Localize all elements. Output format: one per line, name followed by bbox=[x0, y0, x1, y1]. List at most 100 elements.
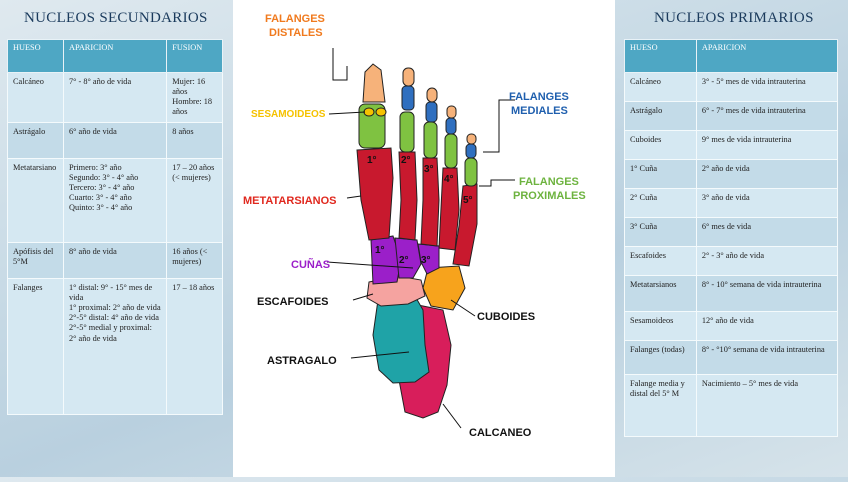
cell-line: Apófisis del 5°M bbox=[13, 247, 54, 267]
table-cell-hueso: Calcáneo bbox=[624, 72, 697, 102]
cunas-pointer bbox=[326, 261, 414, 269]
cell-line: Segundo: 3° - 4° año bbox=[68, 173, 139, 183]
table-cell-aparicion: 7° - 8° año de vida bbox=[62, 72, 168, 123]
cell-line: 1° proximal: 2° año de vida bbox=[68, 303, 161, 313]
falange-distal-3 bbox=[426, 87, 438, 103]
table-cell-hueso: Astrágalo bbox=[624, 101, 697, 131]
sesamoideos-label: SESAMOIDEOS bbox=[251, 109, 326, 120]
table-header-row: HUESO APARICION FUSION bbox=[7, 39, 223, 73]
table-cell-hueso: Sesamoideos bbox=[624, 311, 697, 341]
table-cell-hueso: 2° Cuña bbox=[624, 188, 697, 218]
cell-line: 8° año de vida bbox=[68, 247, 117, 256]
table-cell-aparicion: 8° - 10° semana de vida intrauterina bbox=[695, 275, 839, 312]
cuna-number-1: 1° bbox=[375, 245, 385, 256]
table-cell-aparicion: 3° año de vida bbox=[695, 188, 839, 218]
meta-number-5: 5° bbox=[463, 195, 473, 206]
cunas-label: CUÑAS bbox=[291, 258, 330, 271]
metatarsianos-pointer bbox=[346, 195, 362, 199]
cuboides-label: CUBOIDES bbox=[477, 311, 535, 323]
table-cell-aparicion: 12° año de vida bbox=[695, 311, 839, 341]
table-cell-aparicion: 8° - °10° semana de vida intrauterina bbox=[695, 340, 839, 375]
column-header: APARICION bbox=[695, 39, 839, 73]
table-cell-hueso: Metatarsiano bbox=[7, 158, 64, 243]
table-cell-aparicion: 6° - 7° mes de vida intrauterina bbox=[695, 101, 839, 131]
falange-distal-2 bbox=[402, 67, 415, 87]
cell-line: 7° - 8° año de vida bbox=[68, 77, 132, 86]
table-cell-hueso: 3° Cuña bbox=[624, 217, 697, 247]
cuboides-pointer bbox=[450, 299, 476, 317]
table-cell-aparicion: 8° año de vida bbox=[62, 242, 168, 279]
table-cell-hueso: Falange media y distal del 5° M bbox=[624, 374, 697, 437]
meta-number-2: 2° bbox=[401, 155, 411, 166]
cell-line: Hombre: 18 años bbox=[172, 97, 213, 117]
sesamoideos-pointer bbox=[328, 111, 366, 115]
metatarsiano-5 bbox=[452, 183, 478, 267]
falange-proximal-2 bbox=[399, 111, 415, 153]
cell-line: 17 – 18 años bbox=[172, 283, 215, 292]
cell-line: 17 – 20 años (< mujeres) bbox=[172, 163, 215, 183]
meta-number-1: 1° bbox=[367, 155, 377, 166]
cuna-number-2: 2° bbox=[399, 255, 409, 266]
falange-medial-2 bbox=[401, 85, 415, 111]
table-cell-hueso: Cuboides bbox=[624, 130, 697, 160]
cell-line: 16 años (< mujeres) bbox=[172, 247, 208, 267]
calcaneo-pointer bbox=[442, 403, 462, 429]
falange-distal-4 bbox=[446, 105, 457, 119]
falange-proximal-3 bbox=[423, 121, 438, 159]
cell-line: Calcáneo bbox=[13, 77, 44, 86]
astragalo-label: ASTRAGALO bbox=[267, 355, 337, 367]
cuboides-bone bbox=[422, 265, 466, 311]
falange-proximal-4 bbox=[444, 133, 458, 169]
column-header: HUESO bbox=[7, 39, 64, 73]
cuna-number-3: 3° bbox=[421, 255, 431, 266]
falange-proximal-5 bbox=[464, 157, 478, 187]
metatarsiano-1 bbox=[356, 147, 394, 241]
escafoides-label: ESCAFOIDES bbox=[257, 296, 329, 308]
column-header: FUSION bbox=[166, 39, 223, 73]
right-panel-title: NUCLEOS PRIMARIOS bbox=[654, 10, 814, 26]
table-row: Astrágalo 6° año de vida 8 años bbox=[7, 122, 223, 159]
table-cell-hueso: Metatarsianos bbox=[624, 275, 697, 312]
cell-line: Falanges bbox=[13, 283, 43, 292]
astragalo-pointer bbox=[350, 351, 410, 359]
cell-line: Tercero: 3° - 4° año bbox=[68, 183, 135, 193]
cell-line: Quinto: 3° - 4° año bbox=[68, 203, 133, 213]
table-cell-fusion: 8 años bbox=[166, 122, 223, 159]
cell-line: 1° distal: 9° - 15° mes de vida bbox=[68, 283, 153, 303]
metatarsiano-2 bbox=[398, 151, 418, 241]
table-cell-aparicion: 3° - 5° mes de vida intrauterina bbox=[695, 72, 839, 102]
table-cell-hueso: Astrágalo bbox=[7, 122, 64, 159]
table-cell-hueso: Apófisis del 5°M bbox=[7, 242, 64, 279]
table-cell-aparicion: 2° año de vida bbox=[695, 159, 839, 189]
falange-distal-1 bbox=[362, 63, 386, 103]
table-cell-aparicion: 6° mes de vida bbox=[695, 217, 839, 247]
meta-number-3: 3° bbox=[424, 164, 434, 175]
meta-number-4: 4° bbox=[444, 174, 454, 185]
column-header: APARICION bbox=[62, 39, 168, 73]
table-cell-fusion: 17 – 18 años bbox=[166, 278, 223, 415]
cell-line: 6° año de vida bbox=[68, 127, 117, 136]
cell-line: Metatarsiano bbox=[13, 163, 57, 172]
table-row: Falanges (todas)8° - °10° semana de vida… bbox=[624, 340, 839, 375]
table-cell-aparicion: 6° año de vida bbox=[62, 122, 168, 159]
table-cell-fusion: 16 años (< mujeres) bbox=[166, 242, 223, 279]
metatarsianos-label: METATARSIANOS bbox=[243, 195, 337, 207]
table-cell-hueso: Falanges bbox=[7, 278, 64, 415]
table-cell-hueso: 1° Cuña bbox=[624, 159, 697, 189]
calcaneo-label: CALCANEO bbox=[469, 427, 532, 439]
left-panel-title: NUCLEOS SECUNDARIOS bbox=[24, 10, 208, 26]
escafoides-pointer bbox=[352, 293, 374, 301]
